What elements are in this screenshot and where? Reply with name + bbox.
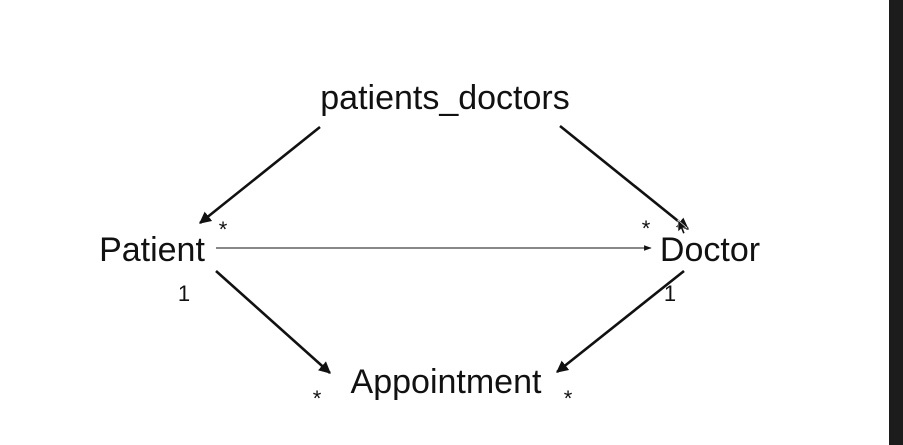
node-appointment: Appointment bbox=[351, 363, 542, 401]
node-patients-doctors: patients_doctors bbox=[320, 79, 570, 117]
multiplicity-patient-one: 1 bbox=[178, 281, 190, 306]
edge-join-to-patient bbox=[199, 125, 321, 225]
window-edge-bar bbox=[889, 0, 903, 445]
edge-doctor-to-appointment bbox=[556, 269, 685, 374]
node-patient: Patient bbox=[99, 231, 205, 269]
multiplicity-patient-many: * bbox=[219, 217, 228, 242]
mouse-cursor-icon bbox=[677, 219, 688, 235]
edge-join-to-doctor bbox=[559, 124, 689, 231]
edge-patient-to-appointment bbox=[215, 270, 331, 374]
multiplicity-appointment-patient-many: * bbox=[313, 386, 322, 411]
multiplicity-doctor-one: 1 bbox=[664, 281, 676, 306]
multiplicity-appointment-doctor-many: * bbox=[564, 386, 573, 411]
multiplicity-doctor-many: * bbox=[642, 216, 651, 241]
node-doctor: Doctor bbox=[660, 231, 760, 269]
